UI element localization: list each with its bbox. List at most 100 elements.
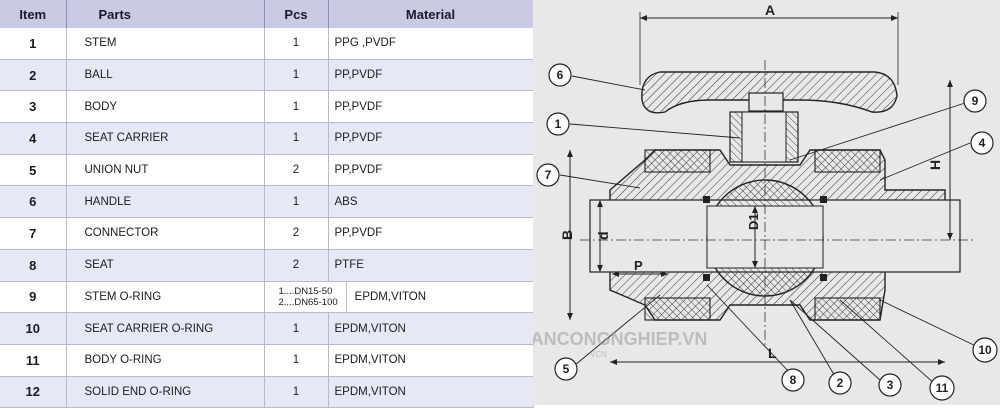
stem-core [741, 111, 787, 163]
item-number: 11 [0, 344, 67, 377]
part-pcs: 1 [264, 122, 329, 155]
table-row: 3 BODY 1 PP,PVDF [0, 90, 534, 124]
part-pcs: 1 [264, 376, 329, 409]
seat-mark [703, 274, 710, 281]
header-pcs: Pcs [264, 0, 329, 28]
callout-circle-4 [970, 131, 994, 155]
item-number: 9 [0, 281, 67, 314]
item-number: 3 [0, 90, 67, 124]
part-pcs: 1 [264, 28, 329, 60]
dim-b-label: B [559, 230, 575, 240]
callout-circle-2 [828, 371, 852, 395]
seat-mark [820, 274, 827, 281]
part-pcs: 1 [264, 90, 329, 124]
part-material: EPDM,VITON [328, 376, 534, 409]
dim-l-label: L [768, 345, 777, 361]
item-number: 5 [0, 154, 67, 187]
callout-7: 7 [545, 168, 552, 182]
part-pcs: 1 [264, 185, 329, 219]
table-row: 8 SEAT 2 PTFE [0, 249, 534, 282]
part-name: UNION NUT [66, 154, 265, 187]
stem-oring-sizes: 1....DN15-50 2....DN65-100 [278, 281, 347, 312]
part-material: EPDM,VITON [354, 290, 427, 303]
part-material: PPG ,PVDF [328, 28, 534, 60]
union-nut-left-bottom [644, 297, 711, 321]
item-number: 4 [0, 122, 67, 155]
part-name: CONNECTOR [66, 217, 265, 250]
stem-oring-split: 1....DN15-50 2....DN65-100 EPDM,VITON [278, 281, 533, 312]
handle-hub [748, 92, 784, 112]
part-name: HANDLE [66, 185, 265, 219]
callout-circle-3 [878, 373, 902, 397]
part-name: SEAT CARRIER [66, 122, 265, 155]
part-material: PP,PVDF [328, 122, 534, 155]
table-row: 10 SEAT CARRIER O-RING 1 EPDM,VITON [0, 312, 534, 345]
table-row: 11 BODY O-RING 1 EPDM,VITON [0, 344, 534, 377]
valve-cross-section: A H B d D1 P L 6 [483, 2, 998, 401]
callouts: 6 1 7 9 4 5 8 2 3 11 10 [536, 63, 998, 401]
part-pcs: 1 [264, 344, 329, 377]
callout-circle-6 [548, 63, 572, 87]
leader-lines [559, 75, 981, 385]
part-pcs: 1 [264, 59, 329, 92]
part-material: PP,PVDF [328, 154, 534, 187]
seat-mark [703, 196, 710, 203]
part-material: PTFE [328, 249, 534, 282]
table-header-row: Item Parts Pcs Material [0, 0, 534, 28]
item-number: 1 [0, 28, 67, 60]
valve-diagram-panel: A H B d D1 P L 6 [483, 0, 1000, 405]
union-nut-right [814, 149, 881, 173]
header-material: Material [328, 0, 534, 28]
table-row: 12 SOLID END O-RING 1 EPDM,VITON [0, 376, 534, 409]
callout-1: 1 [555, 117, 562, 131]
stem-oring-detail: 1....DN15-50 2....DN65-100 EPDM,VITON [264, 281, 534, 314]
part-material: PP,PVDF [328, 217, 534, 250]
callout-5: 5 [563, 362, 570, 376]
callout-4: 4 [979, 136, 986, 150]
part-material: PP,PVDF [328, 90, 534, 124]
watermark-text: VANCONGNGHIEP.VN [533, 329, 707, 349]
table-row: 5 UNION NUT 2 PP,PVDF [0, 154, 534, 187]
seat-mark [820, 196, 827, 203]
part-pcs: 1 [264, 312, 329, 345]
item-number: 2 [0, 59, 67, 92]
item-number: 12 [0, 376, 67, 409]
item-number: 8 [0, 249, 67, 282]
header-parts: Parts [66, 0, 265, 28]
part-pcs: 2 [264, 154, 329, 187]
callout-circle-11 [929, 375, 955, 401]
dim-h-label: H [927, 160, 943, 170]
watermark-subtext: VCN [590, 350, 607, 359]
dim-d1-label: D1 [746, 213, 761, 230]
table-row: 4 SEAT CARRIER 1 PP,PVDF [0, 122, 534, 155]
part-name: BODY O-RING [66, 344, 265, 377]
table-row: 2 BALL 1 PP,PVDF [0, 59, 534, 92]
item-number: 7 [0, 217, 67, 250]
callout-circle-10 [972, 337, 998, 363]
callout-9: 9 [972, 94, 979, 108]
table-row: 9 STEM O-RING 1....DN15-50 2....DN65-100… [0, 281, 534, 314]
dim-d-label: d [595, 231, 611, 240]
union-nut-left [644, 149, 711, 173]
dim-p-label: P [634, 258, 643, 273]
size-range-1: 1....DN15-50 [278, 285, 333, 297]
callout-8: 8 [790, 373, 797, 387]
part-material: ABS [328, 185, 534, 219]
part-name: STEM O-RING [66, 281, 265, 314]
parts-table: Item Parts Pcs Material 1 STEM 1 PPG ,PV… [0, 0, 534, 409]
part-material: EPDM,VITON [328, 344, 534, 377]
callout-circle-7 [536, 163, 560, 187]
callout-circle-9 [963, 89, 987, 113]
part-name: STEM [66, 28, 265, 60]
callout-3: 3 [887, 378, 894, 392]
part-material: PP,PVDF [328, 59, 534, 92]
dim-a-label: A [765, 2, 775, 18]
size-range-2: 2....DN65-100 [278, 296, 338, 308]
callout-circle-5 [554, 357, 578, 381]
part-name: SEAT [66, 249, 265, 282]
part-name: SOLID END O-RING [66, 376, 265, 409]
union-nut-right-bottom [814, 297, 881, 321]
callout-circle-8 [781, 368, 805, 392]
part-pcs: 2 [264, 217, 329, 250]
parts-table-panel: Item Parts Pcs Material 1 STEM 1 PPG ,PV… [0, 0, 534, 409]
